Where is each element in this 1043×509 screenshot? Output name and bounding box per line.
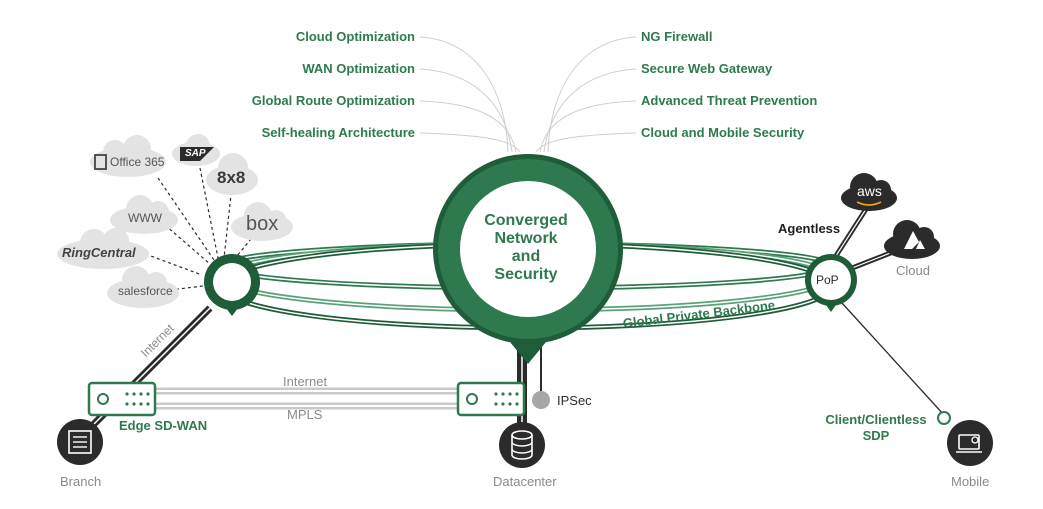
sdwan-links bbox=[156, 387, 458, 410]
aws-label: aws bbox=[857, 183, 882, 199]
cloud-aws bbox=[841, 173, 897, 211]
sap-logo bbox=[180, 147, 214, 161]
sdp-label-line1: Client/Clientless bbox=[825, 412, 927, 427]
salesforce-label: salesforce bbox=[118, 284, 173, 298]
feature-self-healing-architecture: Self-healing Architecture bbox=[261, 125, 415, 140]
feature-cloud-optimization: Cloud Optimization bbox=[295, 29, 415, 44]
mpls-link-label: MPLS bbox=[287, 407, 323, 422]
azure-cloud-label: Cloud bbox=[896, 263, 930, 278]
sap-label: SAP bbox=[185, 148, 206, 159]
office365-label: Office 365 bbox=[110, 155, 165, 169]
feature-secure-web-gateway: Secure Web Gateway bbox=[641, 61, 773, 76]
feature-global-route-optimization: Global Route Optimization bbox=[251, 93, 415, 108]
azure-icon bbox=[904, 231, 925, 249]
feature-ng-firewall: NG Firewall bbox=[641, 29, 713, 44]
datacenter-label: Datacenter bbox=[493, 474, 557, 489]
cloud-box bbox=[231, 202, 293, 241]
office-icon bbox=[94, 154, 107, 170]
edge-device-left bbox=[87, 381, 157, 417]
center-title-line2: Network bbox=[494, 230, 558, 247]
feature-advanced-threat-prevention: Advanced Threat Prevention bbox=[641, 93, 818, 108]
pop-node bbox=[805, 254, 857, 312]
feature-wan-optimization: WAN Optimization bbox=[302, 61, 415, 76]
hub-node bbox=[204, 254, 260, 316]
ringcentral-label: RingCentral bbox=[62, 245, 136, 260]
center-title-line4: Security bbox=[494, 266, 558, 283]
datacenter-icon bbox=[499, 422, 545, 468]
sdp-label-line2: SDP bbox=[862, 428, 890, 443]
mobile-laptop-icon bbox=[947, 420, 993, 466]
cloud-shapes bbox=[57, 134, 293, 308]
aws-smile-icon bbox=[856, 201, 882, 206]
cloud-ringcentral bbox=[57, 228, 149, 269]
agentless-label: Agentless bbox=[778, 221, 841, 236]
branch-icon bbox=[57, 419, 103, 465]
www-label: WWW bbox=[128, 211, 162, 225]
cloud-8x8 bbox=[206, 153, 258, 195]
ipsec-label: IPSec bbox=[557, 393, 592, 408]
branch-label: Branch bbox=[60, 474, 102, 489]
cloud-office365 bbox=[90, 135, 166, 177]
mobile-label: Mobile bbox=[951, 474, 990, 489]
internet-link-label: Internet bbox=[283, 374, 328, 389]
center-node bbox=[433, 154, 623, 364]
pop-mobile-link bbox=[841, 302, 945, 416]
feature-connector-lines bbox=[419, 36, 637, 153]
cloud-salesforce bbox=[107, 266, 179, 308]
sdp-label: Client/Clientless SDP bbox=[820, 412, 932, 444]
pop-label: PoP bbox=[816, 273, 839, 287]
center-title: Converged Network and Security bbox=[459, 212, 593, 284]
edge-sdwan-label: Edge SD-WAN bbox=[119, 418, 208, 433]
sdp-connector-ring bbox=[937, 411, 951, 425]
ipsec-dot bbox=[532, 391, 550, 409]
edge-device-datacenter bbox=[456, 381, 526, 417]
8x8-label: 8x8 bbox=[217, 168, 246, 187]
center-title-line3: and bbox=[511, 248, 541, 265]
box-label: box bbox=[246, 213, 279, 235]
branch-hub-link bbox=[75, 305, 213, 443]
center-title-line1: Converged bbox=[484, 212, 568, 229]
feature-cloud-mobile-security: Cloud and Mobile Security bbox=[641, 125, 805, 140]
cloud-www bbox=[110, 195, 178, 234]
